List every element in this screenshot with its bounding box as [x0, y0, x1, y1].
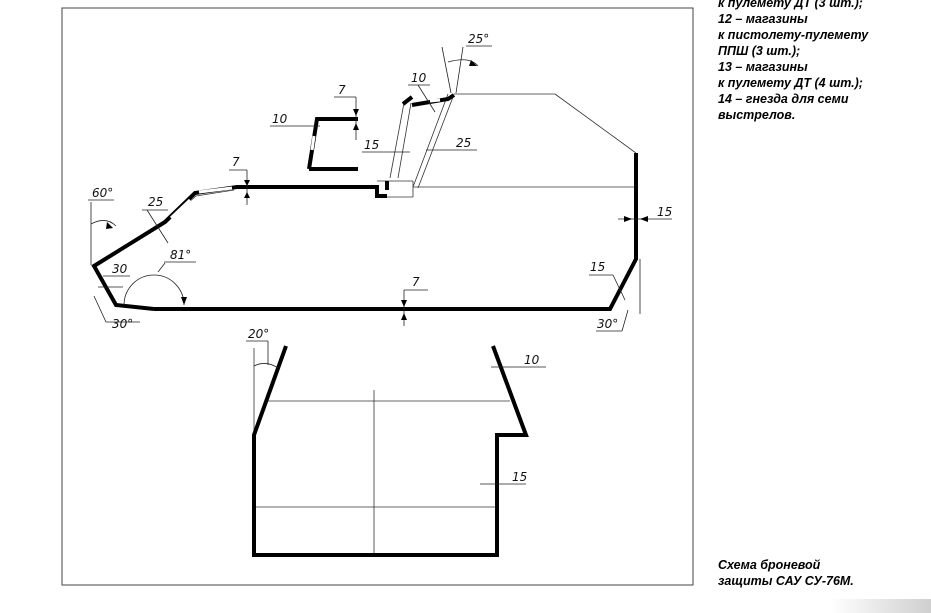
- label-thick-15-side: 15: [657, 205, 672, 219]
- cross-section-dimension-lines: [246, 340, 546, 485]
- label-thick-10-left: 10: [272, 112, 288, 126]
- cross-section-thin-lines: [253, 348, 510, 557]
- label-angle-60: 60°: [92, 186, 113, 200]
- label-angle-30-rear: 30°: [597, 317, 618, 331]
- legend-line: к пулемету ДТ (3 шт.);: [718, 0, 863, 10]
- label-thick-15-rear: 15: [590, 260, 605, 274]
- legend-line: 13 – магазины: [718, 60, 808, 74]
- page-corner-shade: [831, 599, 931, 613]
- label-thick-15-section: 15: [512, 470, 527, 484]
- label-thick-25-front: 25: [148, 195, 163, 209]
- cross-section-armor-lines: [252, 345, 529, 557]
- legend-line: 12 – магазины: [718, 12, 808, 26]
- label-thick-7-bottom: 7: [412, 275, 420, 289]
- side-view-dimension-lines: [88, 45, 672, 332]
- label-angle-81: 81°: [170, 248, 191, 262]
- caption-line: защиты САУ СУ-76М.: [718, 574, 854, 588]
- label-thick-7-top: 7: [338, 83, 346, 97]
- legend-line: 14 – гнезда для семи: [718, 92, 849, 106]
- label-thick-7-hull: 7: [232, 155, 240, 169]
- legend-text: к пулемету ДТ (3 шт.); 12 – магазины к п…: [718, 0, 918, 123]
- label-angle-25: 25°: [468, 32, 489, 46]
- label-thick-30-front: 30: [112, 262, 128, 276]
- label-thick-10-section: 10: [524, 353, 540, 367]
- dimension-labels: 25° 10 7 10 15 25 7 60° 25 81° 30 30° 7 …: [92, 32, 672, 484]
- legend-line: выстрелов.: [718, 108, 796, 122]
- dimension-arrows: [106, 60, 648, 320]
- legend-line: ППШ (3 шт.);: [718, 44, 801, 58]
- legend-line: к пулемету ДТ (4 шт.);: [718, 76, 863, 90]
- label-thick-25-shield: 25: [456, 136, 471, 150]
- legend-line: к пистолету-пулемету: [718, 28, 869, 42]
- figure-caption: Схема броневой защиты САУ СУ-76М.: [718, 557, 918, 589]
- drawing-frame: [61, 7, 694, 586]
- label-thick-15-inner: 15: [364, 138, 379, 152]
- armor-gaps: [169, 98, 441, 220]
- label-angle-30-front: 30°: [112, 317, 133, 331]
- label-thick-10-top: 10: [411, 71, 427, 85]
- caption-line: Схема броневой: [718, 558, 821, 572]
- label-angle-20: 20°: [248, 327, 269, 341]
- side-view-armor-lines: [91, 93, 638, 311]
